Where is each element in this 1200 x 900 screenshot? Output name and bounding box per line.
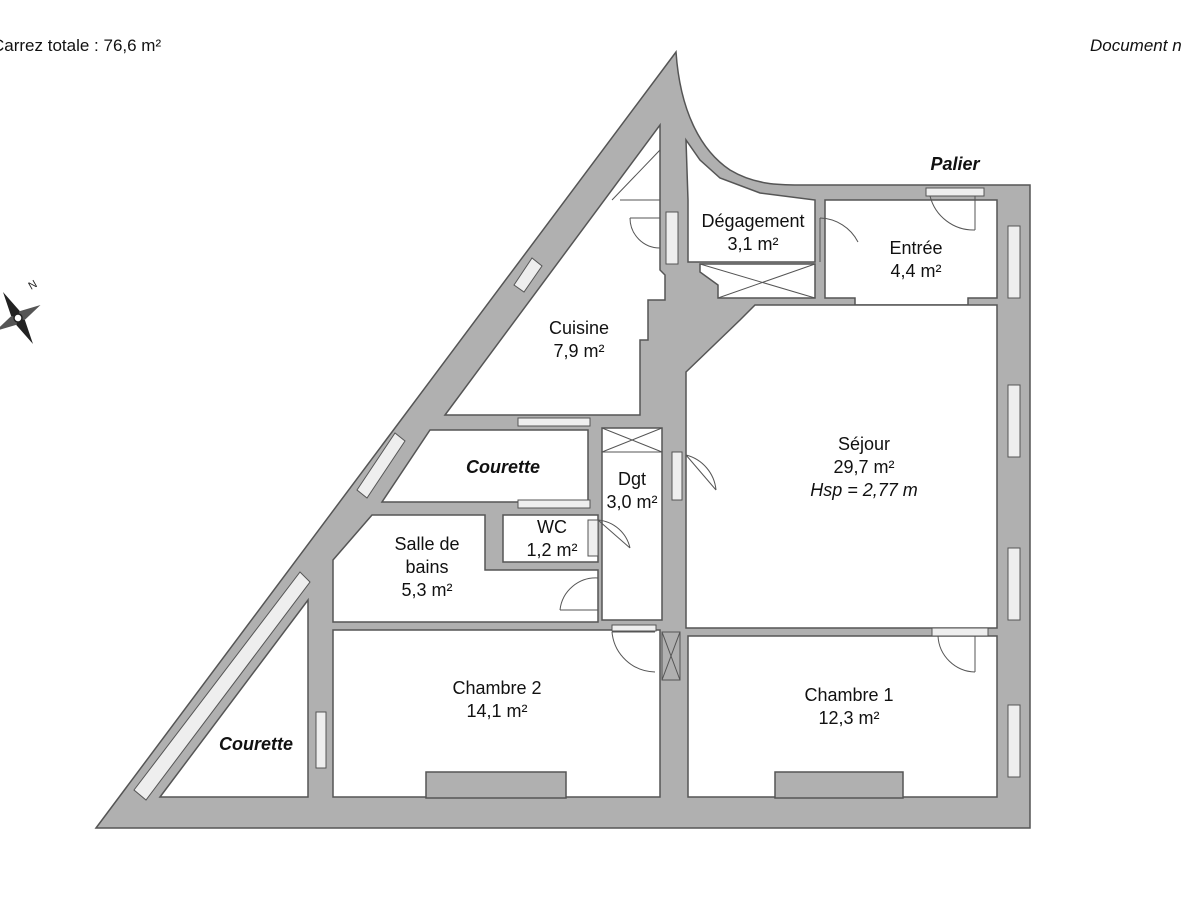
room-area: 7,9 m² [553,341,605,361]
carrez-label: Carrez totale : [0,36,99,55]
room-degagement [685,137,816,263]
room-chambre1 [687,635,998,798]
window [1007,225,1021,299]
room-label-entree: Entrée 4,4 m² [889,237,942,283]
window [315,711,327,769]
window [587,519,599,557]
room-area: 29,7 m² [833,457,895,477]
pillar-chambre1 [774,771,904,799]
document-note: Document n [1090,36,1182,55]
room-name-line2: bains [405,557,449,577]
room-name: Séjour [837,434,891,454]
window [517,499,591,509]
room-courette-2 [158,597,309,798]
room-name: Dgt [617,469,647,489]
room-area: 1,2 m² [526,540,578,560]
room-height: Hsp = 2,77 m [810,480,918,500]
window [611,624,657,632]
carrez-surface: Carrez totale : 76,6 m² [0,36,161,56]
room-area: 5,3 m² [401,580,453,600]
window [1007,547,1021,621]
room-name: Chambre 1 [804,685,894,705]
room-area: 3,1 m² [727,234,779,254]
room-label-chambre1: Chambre 1 12,3 m² [804,684,893,730]
room-area: 4,4 m² [890,261,942,281]
compass-icon [0,292,41,344]
room-cuisine [443,122,666,416]
room-wc [502,514,599,563]
window [671,451,683,501]
room-label-degagement: Dégagement 3,1 m² [701,210,804,256]
room-label-sdb: Salle de bains 5,3 m² [394,533,459,602]
window [665,211,679,265]
window [517,417,591,427]
room-dgt [601,427,663,621]
pillar-chambre2 [425,771,567,799]
window [356,432,406,499]
window [133,571,311,801]
room-area: 3,0 m² [606,492,658,512]
room-area: 14,1 m² [466,701,528,721]
room-sdb [332,514,599,623]
room-label-chambre2: Chambre 2 14,1 m² [452,677,541,723]
room-area: 12,3 m² [818,708,880,728]
carrez-value: 76,6 m² [103,36,162,55]
room-name: Dégagement [701,211,805,231]
window [1007,384,1021,458]
room-name-line1: Salle de [394,534,460,554]
room-label-sejour: Séjour 29,7 m² Hsp = 2,77 m [810,433,918,502]
room-chambre2 [332,629,661,798]
courette-label: Courette [218,734,294,754]
palier-label: Palier [930,154,980,174]
room-label-dgt: Dgt 3,0 m² [606,468,657,514]
room-name: Cuisine [548,318,610,338]
compass-north-label: N [27,278,40,292]
room-name: Entrée [889,238,943,258]
window [925,187,985,197]
courette-label: Courette [465,457,541,477]
window [931,627,989,637]
room-name: Chambre 2 [452,678,542,698]
room-name: WC [536,517,567,537]
window [1007,704,1021,778]
room-label-cuisine: Cuisine 7,9 m² [549,317,609,363]
window [513,257,543,293]
room-sejour [685,304,998,629]
room-label-wc: WC 1,2 m² [526,516,577,562]
